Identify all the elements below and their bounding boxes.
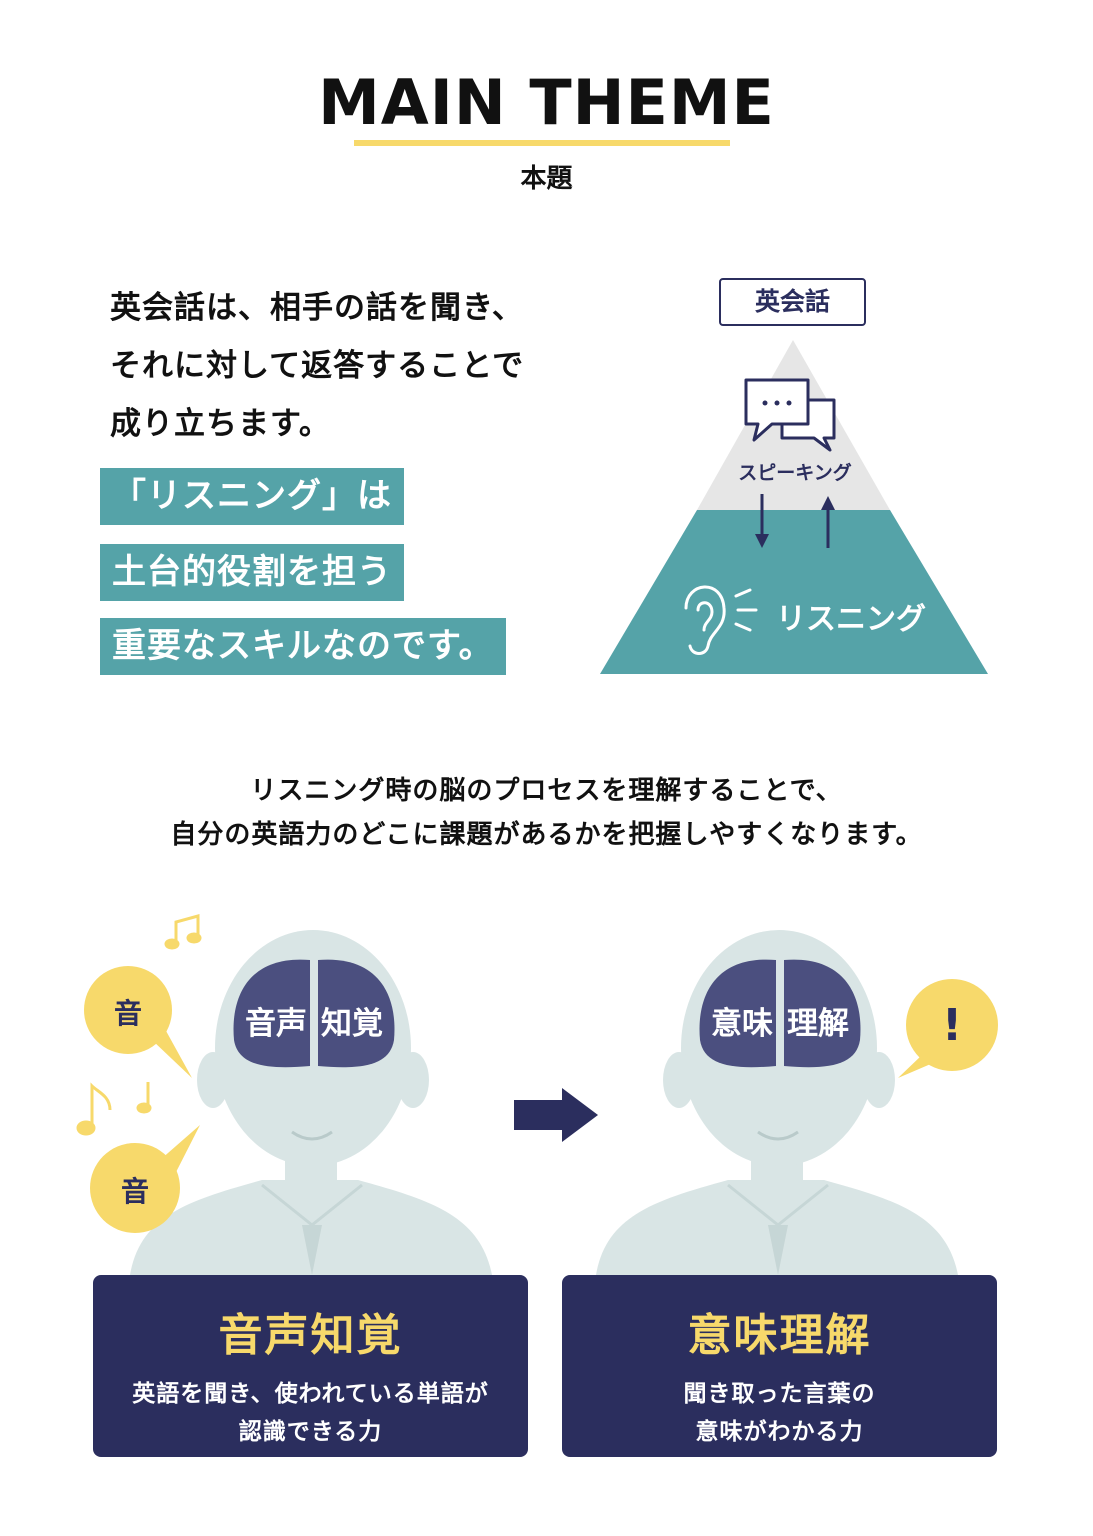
highlight-line-2: 土台的役割を担う — [100, 544, 404, 601]
listening-label: リスニング — [776, 602, 926, 637]
sound-bubble-2 — [90, 1125, 200, 1233]
card-meaning-understanding: 意味理解 聞き取った言葉の 意味がわかる力 — [562, 1275, 997, 1457]
brain-left-label-1: 音声 — [245, 1006, 307, 1042]
music-note-icon — [76, 1082, 112, 1136]
highlight-line-1: 「リスニング」は — [100, 468, 404, 525]
person-silhouette-left — [130, 930, 492, 1275]
card-speech-perception-desc-2: 認識できる力 — [238, 1419, 383, 1445]
exclamation-text: ! — [941, 1000, 963, 1051]
arrow-up-icon — [821, 496, 835, 548]
page-subtitle: 本題 — [520, 164, 573, 194]
card-speech-perception-title: 音声知覚 — [218, 1310, 403, 1361]
brain-right — [699, 959, 861, 1068]
exclamation-bubble — [898, 979, 998, 1078]
sound-bubble-2-text: 音 — [120, 1175, 149, 1208]
pyramid-diagram — [600, 340, 988, 674]
speaking-label: スピーキング — [738, 462, 852, 484]
brain-right-label-2: 理解 — [787, 1006, 849, 1042]
highlight-line-3: 重要なスキルなのです。 — [100, 618, 506, 675]
intro-line-1: 英会話は、相手の話を聞き、 — [110, 290, 524, 326]
arrow-right-icon — [514, 1088, 598, 1142]
description-line-2: 自分の英語力のどこに課題があるかを把握しやすくなります。 — [170, 820, 923, 850]
person-silhouette-right — [596, 930, 958, 1275]
description-line-1: リスニング時の脳のプロセスを理解することで、 — [250, 776, 843, 806]
music-note-icon — [136, 1082, 152, 1114]
music-note-icon — [164, 914, 202, 950]
sound-bubble-1 — [84, 966, 192, 1078]
page-title: MAIN THEME — [318, 66, 775, 139]
intro-line-2: それに対して返答することで — [110, 348, 525, 384]
brain-left — [233, 959, 395, 1068]
card-meaning-understanding-title: 意味理解 — [687, 1310, 872, 1361]
card-meaning-understanding-desc-1: 聞き取った言葉の — [683, 1381, 876, 1407]
card-speech-perception: 音声知覚 英語を聞き、使われている単語が 認識できる力 — [93, 1275, 528, 1457]
brain-left-label-2: 知覚 — [321, 1006, 383, 1042]
brain-right-label-1: 意味 — [711, 1006, 773, 1042]
title-underline — [354, 140, 730, 146]
intro-line-3: 成り立ちます。 — [110, 406, 331, 442]
speech-bubbles-icon — [744, 378, 836, 452]
pyramid-base-listening — [600, 510, 988, 674]
arrow-down-icon — [755, 494, 769, 548]
sound-bubble-1-text: 音 — [113, 997, 142, 1030]
card-speech-perception-desc-1: 英語を聞き、使われている単語が — [132, 1381, 489, 1407]
card-meaning-understanding-desc-2: 意味がわかる力 — [695, 1419, 864, 1445]
ear-icon — [684, 585, 758, 655]
pyramid-top-label: 英会話 — [719, 278, 866, 326]
